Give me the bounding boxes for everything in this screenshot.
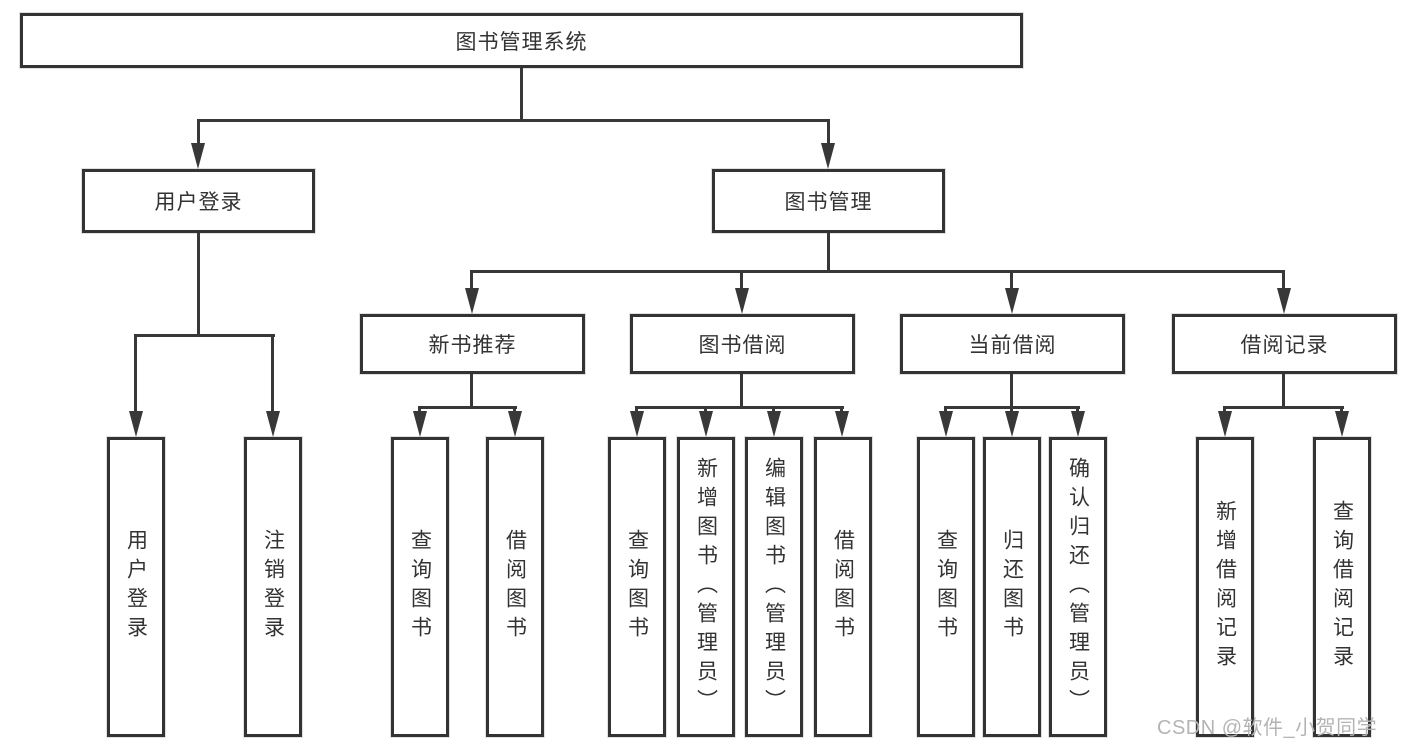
leaf-query-books-3-label: 查询图书 <box>934 529 958 645</box>
arrowhead-down-icon <box>1218 411 1232 437</box>
arrowhead-down-icon <box>821 143 835 169</box>
leaf-user-login: 用户登录 <box>107 437 165 737</box>
arrowhead-down-icon <box>266 411 280 437</box>
leaf-user-login-label: 用户登录 <box>124 529 148 645</box>
leaf-confirm-return-admin: 确认归还（管理员） <box>1049 437 1107 737</box>
arrowhead-down-icon <box>508 411 522 437</box>
leaf-query-books-2-label: 查询图书 <box>625 529 649 645</box>
leaf-confirm-return-admin-label: 确认归还（管理员） <box>1066 456 1090 718</box>
connector-line <box>470 374 473 409</box>
leaf-query-borrow-record-label: 查询借阅记录 <box>1330 500 1354 674</box>
arrowhead-down-icon <box>835 411 849 437</box>
leaf-query-books-3: 查询图书 <box>917 437 975 737</box>
leaf-borrow-books-1-label: 借阅图书 <box>503 529 527 645</box>
connector-line <box>471 270 1285 273</box>
connector-line <box>470 270 473 290</box>
connector-line <box>1010 406 1013 414</box>
connector-line <box>740 374 743 409</box>
leaf-add-books-admin-label: 新增图书（管理员） <box>694 456 718 718</box>
node-root-label: 图书管理系统 <box>455 30 588 54</box>
node-book-borrow-label: 图书借阅 <box>698 334 787 357</box>
leaf-borrow-books-2-label: 借阅图书 <box>831 529 855 645</box>
connector-line <box>1223 406 1344 409</box>
csdn-watermark: CSDN @软件_小贺同学 <box>1157 717 1378 739</box>
arrowhead-down-icon <box>1277 288 1291 314</box>
connector-line <box>1076 406 1079 414</box>
leaf-borrow-books-1: 借阅图书 <box>486 437 544 737</box>
node-book-management: 图书管理 <box>712 169 945 233</box>
arrowhead-down-icon <box>767 411 781 437</box>
leaf-query-books-1: 查询图书 <box>391 437 449 737</box>
node-book-management-label: 图书管理 <box>784 191 873 214</box>
arrowhead-down-icon <box>1005 411 1019 437</box>
node-user-login: 用户登录 <box>82 169 315 233</box>
leaf-edit-books-admin: 编辑图书（管理员） <box>745 437 803 737</box>
node-book-borrow: 图书借阅 <box>630 314 855 374</box>
arrowhead-down-icon <box>735 288 749 314</box>
arrowhead-down-icon <box>939 411 953 437</box>
connector-line <box>197 233 200 337</box>
connector-line <box>635 406 844 409</box>
connector-line <box>944 406 947 414</box>
arrowhead-down-icon <box>191 143 205 169</box>
connector-line <box>520 68 523 120</box>
connector-line <box>772 406 775 414</box>
arrowhead-down-icon <box>465 288 479 314</box>
node-borrow-records: 借阅记录 <box>1172 314 1397 374</box>
node-current-borrow: 当前借阅 <box>900 314 1125 374</box>
connector-line <box>827 233 830 273</box>
leaf-return-books-label: 归还图书 <box>1000 529 1024 645</box>
connector-line <box>740 270 743 290</box>
arrowhead-down-icon <box>630 411 644 437</box>
connector-line <box>1010 374 1013 409</box>
arrowhead-down-icon <box>413 411 427 437</box>
connector-line <box>197 119 830 122</box>
connector-line <box>1340 406 1343 414</box>
leaf-add-borrow-record: 新增借阅记录 <box>1196 437 1254 737</box>
leaf-add-borrow-record-label: 新增借阅记录 <box>1213 500 1237 674</box>
leaf-logout-label: 注销登录 <box>261 529 285 645</box>
leaf-return-books: 归还图书 <box>983 437 1041 737</box>
leaf-edit-books-admin-label: 编辑图书（管理员） <box>762 456 786 718</box>
connector-line <box>635 406 638 414</box>
arrowhead-down-icon <box>699 411 713 437</box>
connector-line <box>134 334 137 413</box>
connector-line <box>418 406 517 409</box>
connector-line <box>827 119 830 145</box>
connector-line <box>418 406 421 414</box>
leaf-borrow-books-2: 借阅图书 <box>814 437 872 737</box>
node-root: 图书管理系统 <box>20 13 1023 68</box>
connector-line <box>1010 270 1013 290</box>
connector-line <box>134 334 275 337</box>
node-user-login-label: 用户登录 <box>154 191 243 214</box>
leaf-add-books-admin: 新增图书（管理员） <box>677 437 735 737</box>
arrowhead-down-icon <box>1335 411 1349 437</box>
connector-line <box>704 406 707 414</box>
node-borrow-records-label: 借阅记录 <box>1240 334 1329 357</box>
node-new-book-recommend: 新书推荐 <box>360 314 585 374</box>
connector-line <box>197 119 200 145</box>
leaf-query-books-1-label: 查询图书 <box>408 529 432 645</box>
leaf-query-borrow-record: 查询借阅记录 <box>1313 437 1371 737</box>
connector-line <box>1282 374 1285 409</box>
leaf-query-books-2: 查询图书 <box>608 437 666 737</box>
connector-line <box>1282 270 1285 290</box>
connector-line <box>1223 406 1226 414</box>
connector-line <box>513 406 516 414</box>
node-new-book-recommend-label: 新书推荐 <box>428 334 517 357</box>
leaf-logout: 注销登录 <box>244 437 302 737</box>
connector-line <box>840 406 843 414</box>
arrowhead-down-icon <box>1071 411 1085 437</box>
node-current-borrow-label: 当前借阅 <box>968 334 1057 357</box>
connector-line <box>271 334 274 413</box>
arrowhead-down-icon <box>129 411 143 437</box>
arrowhead-down-icon <box>1005 288 1019 314</box>
